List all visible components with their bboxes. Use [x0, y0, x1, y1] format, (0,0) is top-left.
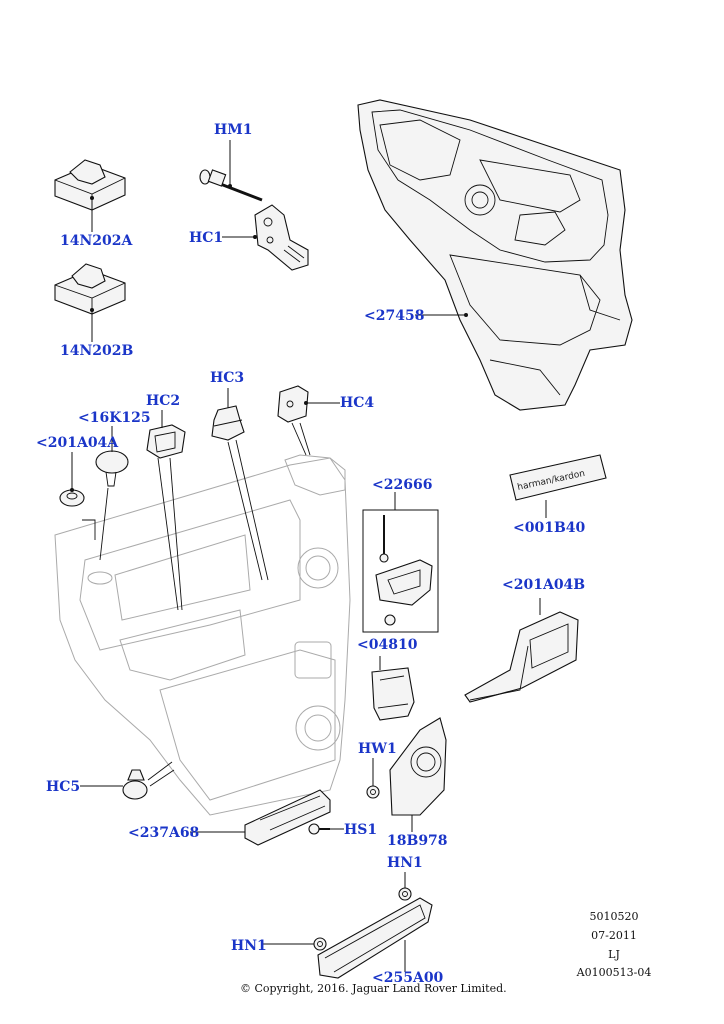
fastener-hc5 [80, 762, 174, 799]
callout-001b40[interactable]: <001B40 [513, 520, 585, 536]
rivet-hm1 [200, 140, 262, 200]
bin-04810 [372, 656, 414, 720]
badge-001b40: harman/kardon [510, 455, 606, 518]
screw-hs1 [309, 824, 344, 834]
grommet-201a04a [60, 452, 95, 540]
nut-hn1-left [262, 938, 326, 950]
callout-hc3[interactable]: HC3 [210, 370, 244, 386]
trim-201a04b [465, 598, 578, 702]
clip-hc4 [278, 386, 340, 455]
washer-hw1 [367, 758, 379, 798]
copyright-notice: © Copyright, 2016. Jaguar Land Rover Lim… [240, 982, 507, 995]
callout-hc5[interactable]: HC5 [46, 779, 80, 795]
callout-22666[interactable]: <22666 [372, 477, 432, 493]
callout-hm1[interactable]: HM1 [214, 122, 252, 138]
panel-27458 [358, 100, 632, 410]
callout-hn1-left[interactable]: HN1 [231, 938, 267, 954]
meta-date: 07-2011 [569, 929, 659, 942]
callout-201a04b[interactable]: <201A04B [502, 577, 585, 593]
meta-ref: A0100513-04 [569, 966, 659, 979]
callout-hc2[interactable]: HC2 [146, 393, 180, 409]
armrest-255a00 [318, 898, 432, 978]
callout-201a04a[interactable]: <201A04A [36, 435, 118, 451]
callout-hn1-top[interactable]: HN1 [387, 855, 423, 871]
callout-18b978[interactable]: 18B978 [387, 833, 448, 849]
bracket-hc1 [222, 205, 308, 270]
callout-hw1[interactable]: HW1 [358, 741, 397, 757]
callout-hc4[interactable]: HC4 [340, 395, 374, 411]
callout-14n202b[interactable]: 14N202B [60, 343, 133, 359]
clip-hc2 [147, 410, 185, 610]
meta-initials: LJ [569, 948, 659, 961]
pocket-237a68 [190, 790, 330, 845]
meta-code: 5010520 [569, 910, 659, 923]
callout-hc1[interactable]: HC1 [189, 230, 223, 246]
clip-hc3 [212, 388, 268, 580]
callout-04810[interactable]: <04810 [357, 637, 417, 653]
callout-16k125[interactable]: <16K125 [78, 410, 151, 426]
nut-hn1-top [399, 872, 411, 900]
clip-14n202b [55, 264, 125, 342]
callout-hs1[interactable]: HS1 [344, 822, 377, 838]
bezel-18b978 [390, 718, 446, 832]
callout-27458[interactable]: <27458 [364, 308, 424, 324]
callout-14n202a[interactable]: 14N202A [60, 233, 132, 249]
clip-14n202a [55, 160, 125, 232]
handle-22666 [363, 492, 438, 632]
door-trim [55, 455, 350, 815]
callout-237a68[interactable]: <237A68 [128, 825, 199, 841]
